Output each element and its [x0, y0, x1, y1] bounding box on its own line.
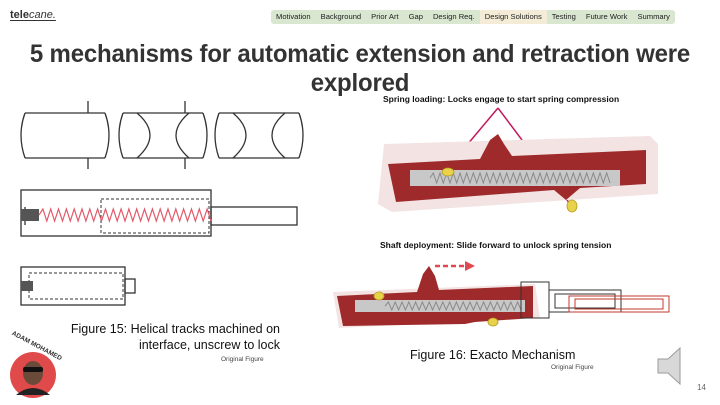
figure-16-caption: Figure 16: Exacto Mechanism	[410, 348, 576, 362]
nav-tab-motivation[interactable]: Motivation	[276, 12, 311, 21]
figure-15-caption: Figure 15: Helical tracks machined on in…	[70, 322, 280, 352]
nav-tab-background[interactable]: Background	[320, 12, 362, 21]
nav-tab-design-solutions[interactable]: Design Solutions	[479, 10, 547, 24]
nav-tab-summary[interactable]: Summary	[637, 12, 670, 21]
section-nav: Motivation Background Prior Art Gap Design R…	[271, 10, 675, 24]
nav-tab-testing[interactable]: Testing	[551, 12, 576, 21]
spring-loading-diagram	[378, 107, 658, 213]
nav-tab-future-work[interactable]: Future Work	[585, 12, 628, 21]
shaft-deployment-diagram	[333, 261, 670, 328]
speaker-icon[interactable]	[654, 342, 694, 390]
nav-tab-gap[interactable]: Gap	[408, 12, 423, 21]
page-number: 14	[697, 383, 706, 392]
figure-15-note: Original Figure	[221, 356, 264, 363]
nav-tab-prior-art[interactable]: Prior Art	[371, 12, 399, 21]
figure-15-helical-tracks	[20, 101, 304, 306]
nav-tab-design-req[interactable]: Design Req.	[432, 12, 475, 21]
slide-title: 5 mechanisms for automatic extension and…	[29, 40, 691, 97]
spring-loading-label: Spring loading: Locks engage to start sp…	[383, 94, 620, 104]
presenter-avatar: ADAM MOHAMED	[10, 330, 62, 398]
shaft-deployment-label: Shaft deployment: Slide forward to unloc…	[380, 240, 612, 250]
figure-16-note: Original Figure	[551, 364, 594, 371]
brand-logo[interactable]: telecane.	[10, 9, 56, 21]
